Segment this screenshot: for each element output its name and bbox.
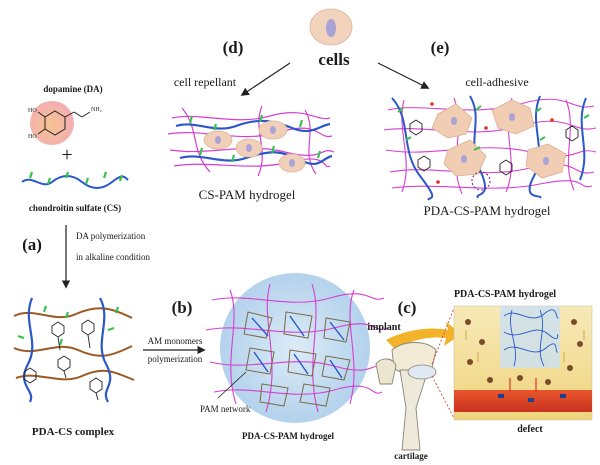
step-a-product-label: PDA-CS complex	[32, 426, 115, 438]
dopamine-molecule	[37, 110, 91, 136]
cell-nucleus	[326, 19, 336, 37]
zoom-dashes	[431, 307, 455, 419]
adhered-nuclei	[451, 113, 549, 165]
cs-chain	[21, 171, 129, 189]
dopamine-nh2: NH₂	[91, 107, 102, 113]
step-c-title: PDA-CS-PAM hydrogel	[454, 289, 556, 300]
arrow-to-e	[377, 62, 430, 89]
implant-arrow	[386, 322, 462, 350]
hydrogel-sphere	[220, 273, 370, 423]
step-c-letter: (c)	[398, 298, 417, 317]
panel-d-gel-label: CS-PAM hydrogel	[199, 187, 296, 202]
dopamine-glow	[30, 101, 74, 145]
step-b-line1: AM monomers	[148, 336, 203, 346]
panel-d-letter: (d)	[223, 38, 244, 57]
knee-joint	[375, 342, 437, 451]
dopamine-label: dopamine (DA)	[43, 84, 102, 94]
step-b-line2: polymerization	[148, 354, 203, 364]
step-a-line1: DA polymerization	[76, 231, 146, 241]
cs-side-groups-e	[397, 105, 590, 151]
dopamine-ho-1: HO	[28, 108, 37, 114]
panel-e-letter: (e)	[431, 38, 450, 57]
panel-e-gel-label: PDA-CS-PAM hydrogel	[423, 203, 550, 218]
cartilage-label: cartilage	[394, 451, 427, 461]
cs-label: chondroitin sulfate (CS)	[29, 203, 121, 213]
pda-catechol-rings-e	[409, 119, 579, 176]
defect-label: defect	[517, 424, 543, 435]
step-a-letter: (a)	[22, 235, 42, 254]
panel-e-caption: cell-adhesive	[465, 75, 528, 89]
plus-sign: +	[61, 144, 72, 166]
adhered-cells	[431, 99, 567, 179]
pam-network-pointer	[217, 371, 247, 399]
cells-label: cells	[318, 50, 350, 69]
arrow-to-d	[240, 62, 291, 96]
pda-cs-clusters-b	[243, 311, 351, 407]
panel-d-caption: cell repellant	[174, 75, 237, 89]
adhesion-highlight-circle	[471, 171, 491, 191]
defect-zoom-panel	[453, 305, 593, 421]
pam-network-b	[205, 283, 389, 413]
repelled-cells	[203, 120, 306, 173]
step-a-line2: in alkaline condition	[76, 252, 150, 262]
pam-network-label: PAM network	[200, 404, 251, 414]
top-cell	[309, 8, 353, 46]
step-b-product-label: PDA-CS-PAM hydrogel	[242, 431, 334, 441]
red-crosslink-dots-e	[430, 102, 554, 184]
pda-cs-pam-network-e	[383, 95, 597, 201]
step-b-letter: (b)	[172, 298, 193, 317]
dopamine-ho-2: HO	[28, 134, 37, 140]
pda-cs-complex	[13, 297, 135, 403]
implant-label: implant	[367, 322, 401, 333]
cs-side-groups-d	[188, 114, 322, 163]
